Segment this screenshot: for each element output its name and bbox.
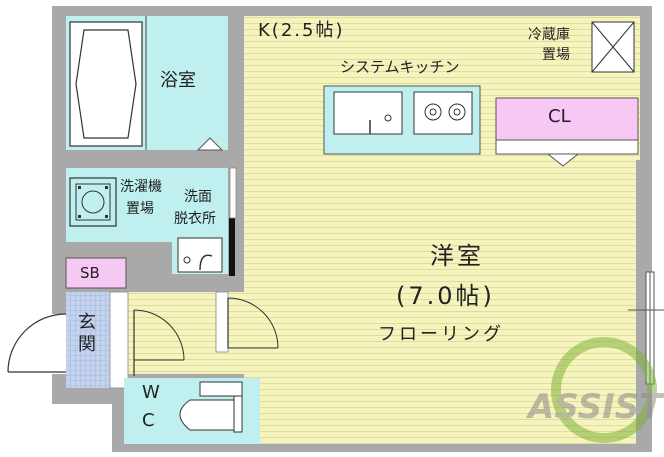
shoe-box-label: SB xyxy=(80,264,100,282)
washer-icon xyxy=(69,177,117,227)
toilet-label-line1: W xyxy=(142,382,160,403)
washer-label-line2: 置場 xyxy=(126,201,154,217)
flooring-label: フローリング xyxy=(378,324,504,345)
fridge-label-line1: 冷蔵庫 xyxy=(528,27,570,43)
toilet-door-icon xyxy=(133,309,185,376)
closet-area xyxy=(495,97,639,141)
fridge-label-line2: 置場 xyxy=(542,47,570,63)
entrance-floor xyxy=(66,292,110,388)
washroom-label-line1: 洗面 xyxy=(184,189,212,205)
bath-door-icon xyxy=(196,137,224,151)
washroom-dark-panel xyxy=(229,218,235,276)
toilet-icon xyxy=(179,381,243,433)
western-room-size: (7.0帖) xyxy=(396,282,495,310)
fridge-space-icon xyxy=(591,21,635,73)
shoe-box-area xyxy=(65,257,127,289)
western-room-floor xyxy=(244,16,640,444)
kitchen-label: K(2.5帖) xyxy=(258,20,345,41)
system-kitchen-label: システムキッチン xyxy=(340,58,460,76)
washroom-door-gap xyxy=(229,167,237,219)
closet-door-icon xyxy=(546,153,580,167)
washbasin-icon xyxy=(177,237,223,273)
closet-door-track xyxy=(495,139,639,155)
washroom-label-line2: 脱衣所 xyxy=(174,211,216,227)
entrance-door-icon xyxy=(7,313,67,374)
bathtub-icon xyxy=(69,21,143,147)
room-door-icon xyxy=(215,291,279,353)
toilet-label-line2: C xyxy=(142,410,155,431)
entrance-label: 玄関 xyxy=(75,312,96,356)
assist-watermark-logo: ASSIST xyxy=(525,337,664,443)
entrance-step xyxy=(109,291,129,389)
washer-label-line1: 洗濯機 xyxy=(120,179,162,195)
closet-label: CL xyxy=(548,106,571,127)
bath-label: 浴室 xyxy=(160,70,196,91)
western-room-label: 洋室 xyxy=(430,242,484,270)
svg-text:ASSIST: ASSIST xyxy=(525,387,664,427)
system-kitchen-icon xyxy=(323,85,481,155)
